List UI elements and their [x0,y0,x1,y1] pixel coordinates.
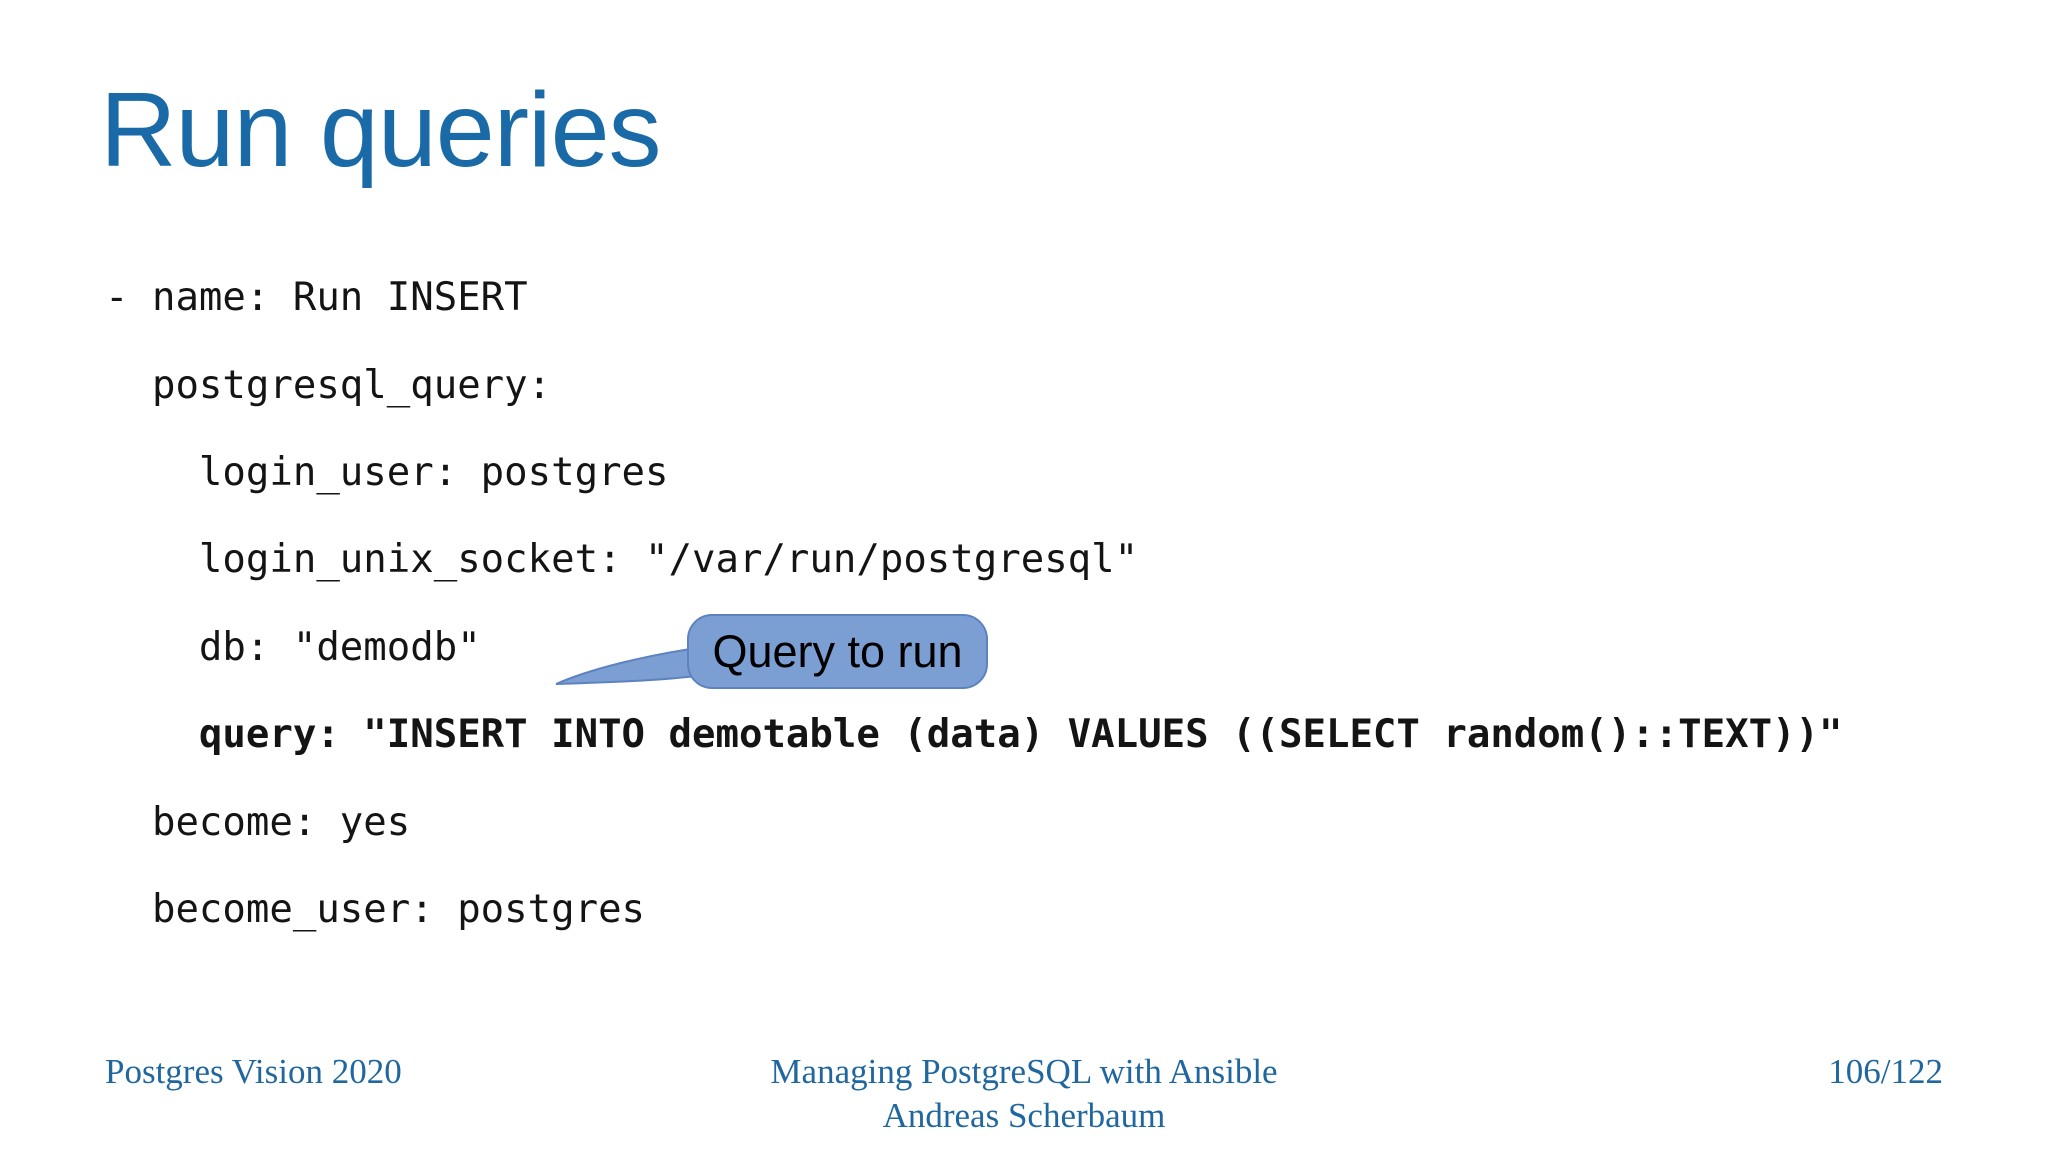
code-block: - name: Run INSERT postgresql_query: log… [105,254,1985,953]
code-line: login_user: postgres [105,429,1985,516]
code-line: become_user: postgres [105,866,1985,953]
footer-center: Managing PostgreSQL with Ansible Andreas… [770,1050,1277,1138]
callout-label: Query to run [712,625,963,677]
code-line-text: become: yes [105,799,411,845]
code-line-text: login_user: postgres [105,449,669,495]
slide-title: Run queries [100,71,662,189]
page-number: 106/122 [1828,1052,1943,1091]
code-line-text: postgresql_query: [105,362,552,408]
footer-author-name: Andreas Scherbaum [882,1096,1166,1135]
code-line: db: "demodb" [105,604,1985,691]
callout-bubble-rect [687,614,988,689]
code-line: - name: Run INSERT [105,254,1985,341]
code-line: become: yes [105,778,1985,865]
code-line-text: login_unix_socket: "/var/run/postgresql" [105,537,1139,583]
footer-presentation-title: Managing PostgreSQL with Ansible [770,1052,1278,1091]
code-line-text: db: "demodb" [105,624,481,670]
code-line: login_unix_socket: "/var/run/postgresql" [105,516,1985,603]
callout-tail [555,644,711,685]
callout-bubble [555,614,988,689]
code-line-text: become_user: postgres [105,886,646,932]
code-line-text: query: "INSERT INTO demotable (data) VAL… [105,712,1843,758]
footer-conference-name: Postgres Vision 2020 [105,1052,402,1091]
code-line: query: "INSERT INTO demotable (data) VAL… [105,691,1985,778]
code-line: postgresql_query: [105,341,1985,428]
code-line-text: - name: Run INSERT [105,275,528,321]
